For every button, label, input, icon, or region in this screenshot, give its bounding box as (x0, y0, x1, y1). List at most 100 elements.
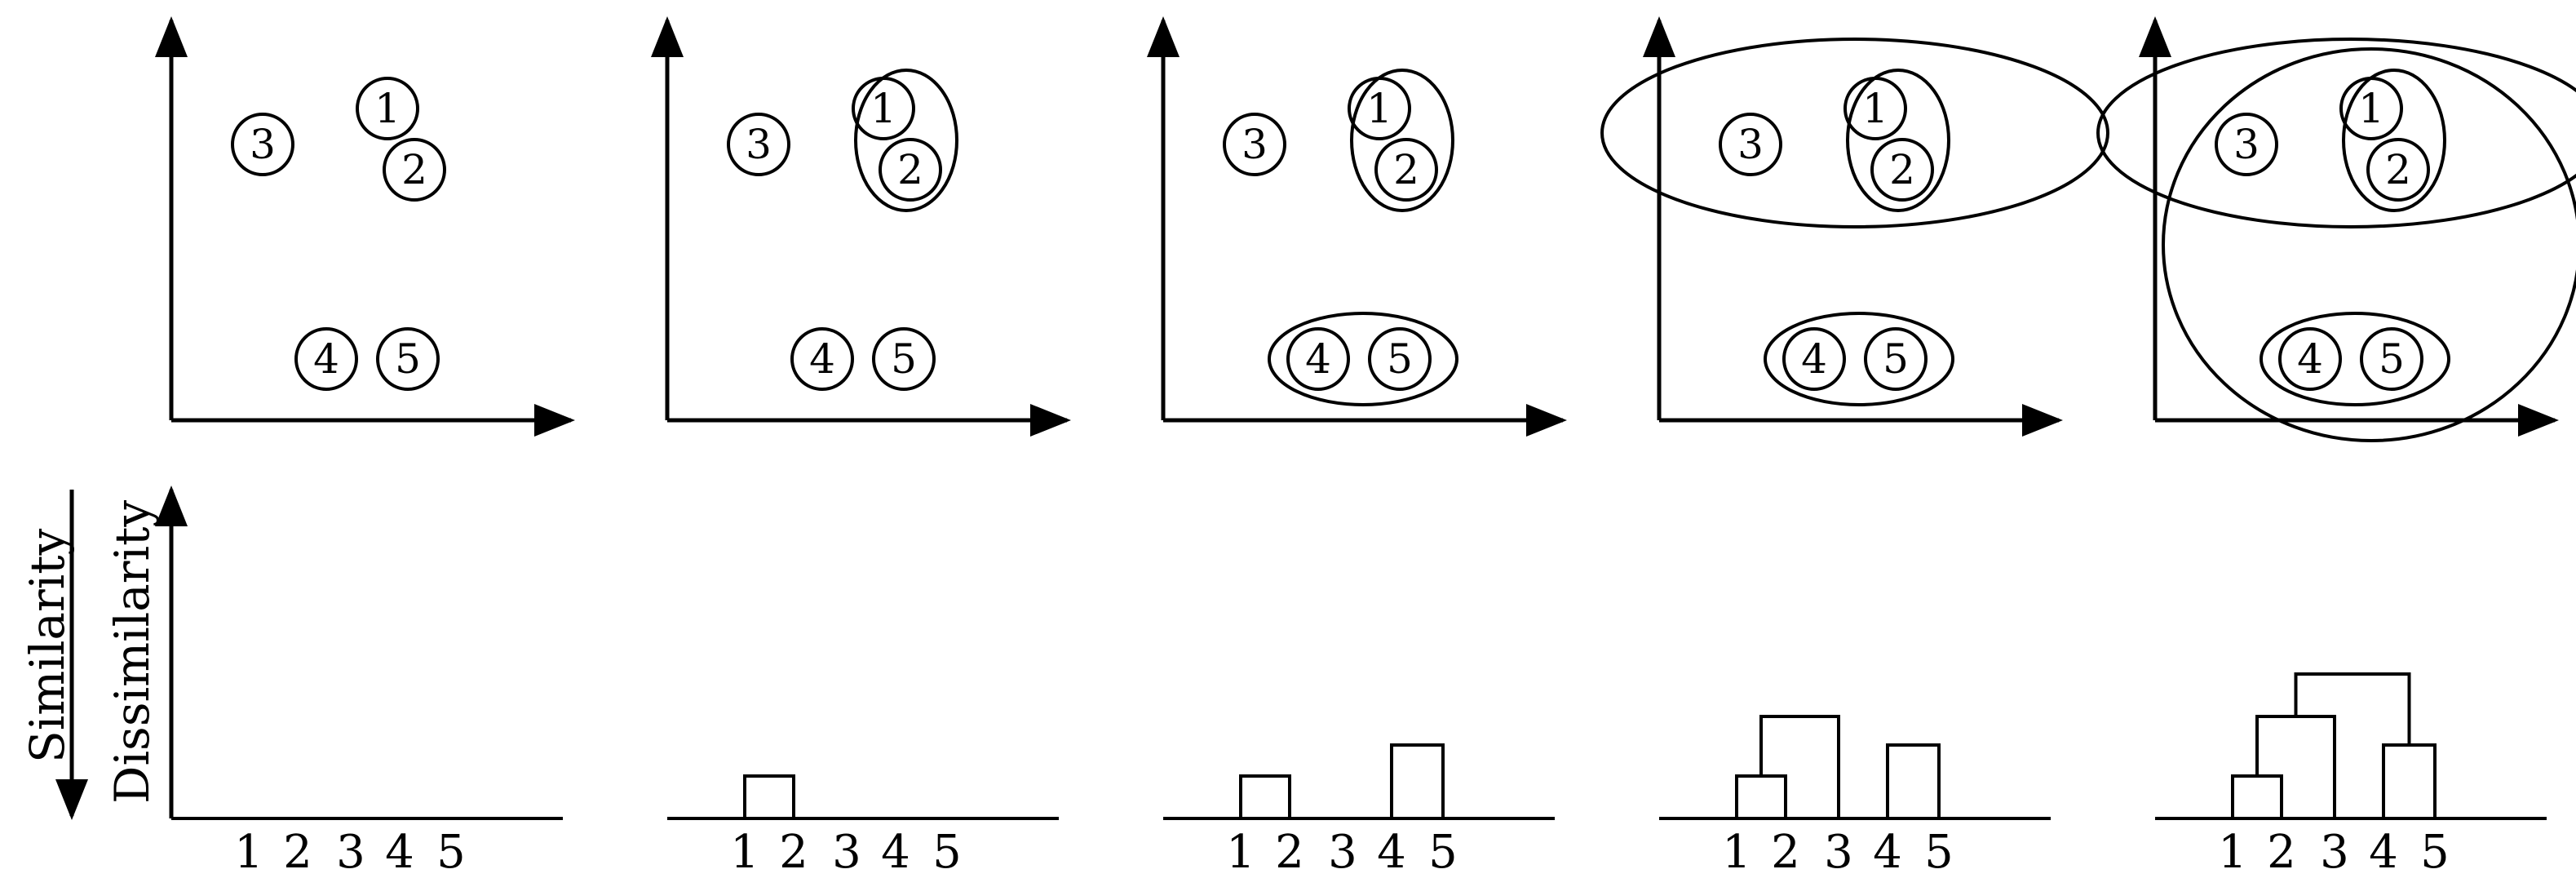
leaf-label-5: 5 (932, 826, 962, 879)
point-label-1: 1 (374, 85, 401, 132)
point-circle-3 (2215, 113, 2278, 176)
cluster-ellipse-1-2-3 (2096, 38, 2576, 228)
leaf-label-1: 1 (2218, 826, 2247, 879)
point-circle-3 (231, 113, 294, 176)
leaf-label-1: 1 (1722, 826, 1751, 879)
point-label-4: 4 (1305, 335, 1331, 383)
leaf-label-4: 4 (1873, 826, 1902, 879)
point-circle-2 (2366, 138, 2430, 202)
point-label-2: 2 (1393, 146, 1419, 193)
dendrogram-merge-1-2 (1735, 774, 1787, 818)
dendrogram-merge-4-5 (1886, 743, 1941, 818)
leaf-label-2: 2 (283, 826, 312, 879)
point-circle-4 (1286, 327, 1350, 391)
leaf-label-2: 2 (2267, 826, 2296, 879)
point-circle-4 (294, 327, 358, 391)
point-label-4: 4 (1801, 335, 1827, 383)
cluster-ellipse-4-5 (2260, 312, 2450, 406)
dendrogram-merge-1-2 (743, 774, 795, 818)
leaf-label-4: 4 (2369, 826, 2398, 879)
leaf-label-1: 1 (730, 826, 759, 879)
point-label-2: 2 (1889, 146, 1915, 193)
cluster-ellipse-4-5 (1268, 312, 1458, 406)
point-label-5: 5 (1387, 335, 1413, 383)
cluster-ellipse-4-5 (1764, 312, 1954, 406)
point-circle-2 (1870, 138, 1934, 202)
leaf-label-5: 5 (2420, 826, 2450, 879)
point-label-4: 4 (809, 335, 835, 383)
leaf-label-2: 2 (1275, 826, 1304, 879)
point-circle-5 (872, 327, 936, 391)
point-label-3: 3 (1737, 121, 1764, 168)
point-circle-2 (1374, 138, 1438, 202)
point-circle-4 (790, 327, 854, 391)
cluster-ellipse-1-2 (1846, 69, 1950, 212)
point-circle-5 (376, 327, 440, 391)
point-circle-4 (2278, 327, 2342, 391)
point-label-5: 5 (395, 335, 421, 383)
point-label-3: 3 (1242, 121, 1268, 168)
leaf-label-3: 3 (336, 826, 365, 879)
point-label-2: 2 (401, 146, 427, 193)
point-label-4: 4 (2297, 335, 2323, 383)
leaf-label-1: 1 (1226, 826, 1255, 879)
point-label-5: 5 (891, 335, 917, 383)
point-label-1: 1 (1366, 85, 1392, 132)
leaf-label-2: 2 (779, 826, 808, 879)
dendrogram-merge-1-2 (2231, 774, 2283, 818)
point-circle-5 (1864, 327, 1928, 391)
point-label-1: 1 (1862, 85, 1888, 132)
cluster-ellipse-1-2-3 (1600, 38, 2109, 228)
leaf-label-5: 5 (1924, 826, 1954, 879)
leaf-label-4: 4 (881, 826, 910, 879)
leaf-label-1: 1 (234, 826, 263, 879)
leaf-label-3: 3 (1328, 826, 1357, 879)
point-label-3: 3 (250, 121, 276, 168)
point-circle-2 (383, 138, 446, 202)
point-circle-2 (879, 138, 942, 202)
point-circle-1 (356, 77, 419, 140)
dendrogram-merge-1-2 (1239, 774, 1291, 818)
leaf-label-3: 3 (832, 826, 861, 879)
point-circle-3 (1719, 113, 1782, 176)
leaf-label-5: 5 (436, 826, 466, 879)
dendrogram-merge-4-5 (1390, 743, 1445, 818)
point-label-3: 3 (746, 121, 772, 168)
point-label-2: 2 (897, 146, 923, 193)
leaf-label-5: 5 (1428, 826, 1458, 879)
point-circle-5 (1368, 327, 1432, 391)
point-circle-5 (2360, 327, 2423, 391)
point-circle-3 (727, 113, 790, 176)
point-label-5: 5 (1883, 335, 1909, 383)
cluster-ellipse-1-2 (1350, 69, 1454, 212)
similarity-label: Similarity (20, 528, 75, 763)
point-label-2: 2 (2385, 146, 2411, 193)
point-circle-4 (1782, 327, 1846, 391)
cluster-ellipse-1-2 (2342, 69, 2446, 212)
similarity-axis-label-group: Similarity Dissimilarity (20, 490, 160, 820)
point-label-3: 3 (2233, 121, 2260, 168)
leaf-label-3: 3 (1824, 826, 1853, 879)
dendrogram-merge-12-3 (2255, 715, 2336, 818)
point-circle-3 (1223, 113, 1286, 176)
point-label-1: 1 (2358, 85, 2384, 132)
cluster-ellipse-1-2-3-4-5 (2162, 47, 2576, 442)
leaf-label-4: 4 (385, 826, 414, 879)
point-label-5: 5 (2379, 335, 2405, 383)
cluster-ellipse-1-2 (854, 69, 958, 212)
dissimilarity-label: Dissimilarity (104, 500, 160, 804)
dendrogram-merge-12-3 (1759, 715, 1840, 818)
point-label-1: 1 (870, 85, 896, 132)
dendrogram-merge-4-5 (2382, 743, 2437, 818)
dendrogram-merge-123-45 (2294, 672, 2411, 745)
point-label-4: 4 (313, 335, 339, 383)
leaf-label-3: 3 (2320, 826, 2349, 879)
leaf-label-2: 2 (1771, 826, 1800, 879)
